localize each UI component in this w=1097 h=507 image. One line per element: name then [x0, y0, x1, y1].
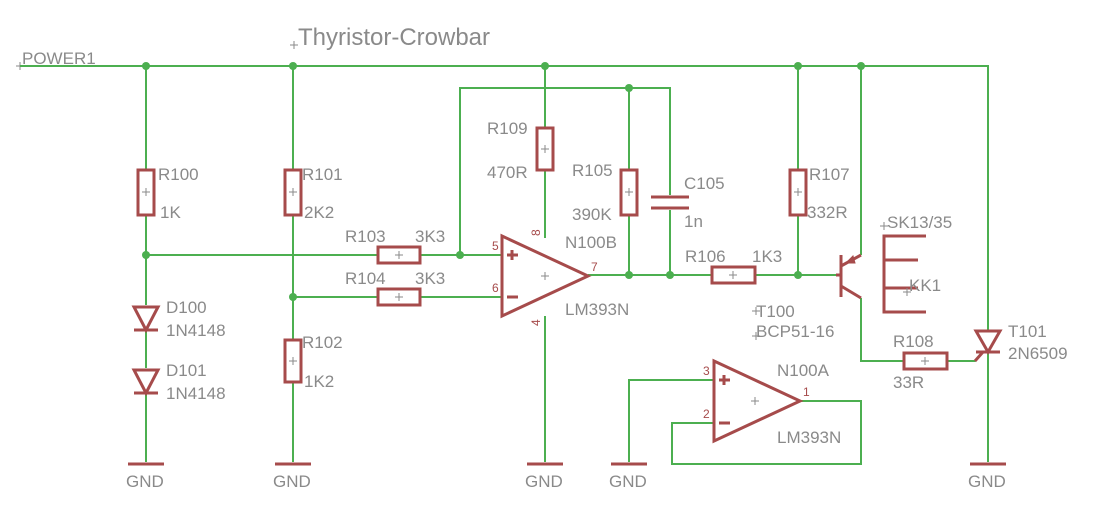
n100a-pin3: 3 — [703, 364, 710, 378]
resistor-r103: R103 3K3 — [345, 227, 445, 265]
wire-n100a-loop — [671, 400, 862, 465]
gnd-symbol: GND — [525, 462, 563, 491]
r108-value: 33R — [893, 373, 924, 392]
c105-value: 1n — [684, 212, 703, 231]
gnd-label: GND — [126, 472, 164, 491]
resistor-r106: R106 1K3 — [685, 247, 782, 285]
junction — [666, 271, 674, 279]
r101-value: 2K2 — [304, 203, 334, 222]
n100a-pin2: 2 — [703, 407, 710, 421]
r101-name: R101 — [302, 165, 343, 184]
junction — [456, 251, 464, 259]
r105-name: R105 — [572, 161, 613, 180]
t100-name: T100 — [756, 302, 795, 321]
n100a-pin1: 1 — [803, 385, 810, 399]
t101-value: 2N6509 — [1008, 344, 1068, 363]
capacitor-c105: C105 1n — [651, 174, 725, 231]
r109-value: 470R — [487, 163, 528, 182]
n100a-value: LM393N — [777, 428, 841, 447]
thyristor-t101: T101 2N6509 — [973, 322, 1068, 363]
gnd-symbol: GND — [126, 462, 164, 491]
r102-value: 1K2 — [304, 372, 334, 391]
n100b-pin4: 4 — [529, 319, 543, 326]
wire-feedback-loop — [459, 87, 671, 255]
gnd-label: GND — [968, 472, 1006, 491]
r107-value: 332R — [807, 203, 848, 222]
t101-name: T101 — [1008, 322, 1047, 341]
diode-d101: D101 1N4148 — [131, 361, 226, 403]
r100-value: 1K — [160, 203, 181, 222]
gnd-label: GND — [273, 472, 311, 491]
n100b-pin5: 5 — [492, 239, 499, 253]
r108-name: R108 — [893, 332, 934, 351]
r100-name: R100 — [158, 165, 199, 184]
n100b-pin6: 6 — [492, 281, 499, 295]
wire-n100a-in-plus — [628, 379, 714, 462]
r103-value: 3K3 — [415, 227, 445, 246]
c105-name: C105 — [684, 174, 725, 193]
r109-name: R109 — [487, 119, 528, 138]
n100a-name: N100A — [777, 361, 830, 380]
power-net-label: POWER1 — [22, 49, 96, 68]
junction — [142, 62, 150, 70]
gnd-label: GND — [609, 472, 647, 491]
schematic-title: Thyristor-Crowbar — [298, 24, 490, 51]
gnd-symbol: GND — [968, 462, 1006, 491]
junction — [794, 62, 802, 70]
r104-value: 3K3 — [415, 269, 445, 288]
resistor-r108: R108 33R — [893, 332, 949, 392]
junction — [541, 62, 549, 70]
resistor-r104: R104 3K3 — [345, 269, 445, 307]
opamp-n100b: 5 6 7 8 4 N100B LM393N — [492, 229, 629, 326]
d101-value: 1N4148 — [166, 384, 226, 403]
junction — [625, 271, 633, 279]
t100-value: BCP51-16 — [756, 322, 834, 341]
r102-name: R102 — [302, 333, 343, 352]
opamp-n100a: 3 2 1 N100A LM393N — [703, 358, 841, 447]
gnd-label: GND — [525, 472, 563, 491]
transistor-t100: T100 BCP51-16 — [752, 253, 862, 341]
d101-name: D101 — [166, 361, 207, 380]
title-marker — [290, 41, 298, 49]
junctions — [142, 62, 865, 301]
gnd-symbol: GND — [609, 462, 647, 491]
resistor-r101: R101 2K2 — [283, 165, 343, 222]
r103-name: R103 — [345, 227, 386, 246]
heatsink-sk13: SK13/35 KK1 — [880, 213, 952, 314]
n100b-name: N100B — [565, 233, 617, 252]
diode-d100: D100 1N4148 — [131, 298, 226, 340]
sk13-name: SK13/35 — [887, 213, 952, 232]
n100b-pin7: 7 — [591, 260, 598, 274]
junction — [289, 293, 297, 301]
junction — [142, 251, 150, 259]
sk13-value: KK1 — [909, 276, 941, 295]
junction — [794, 271, 802, 279]
r106-value: 1K3 — [752, 247, 782, 266]
d100-name: D100 — [166, 298, 207, 317]
wire-t100-collector-r108 — [860, 298, 904, 362]
n100b-value: LM393N — [565, 300, 629, 319]
wires — [20, 65, 989, 465]
junction — [857, 62, 865, 70]
power-rail-wire — [20, 65, 989, 330]
gnd-symbol: GND — [273, 462, 311, 491]
resistor-r107: R107 332R — [788, 165, 850, 222]
d100-value: 1N4148 — [166, 321, 226, 340]
resistor-r100: R100 1K — [136, 165, 199, 222]
r106-name: R106 — [685, 247, 726, 266]
r105-value: 390K — [572, 205, 612, 224]
n100b-pin8: 8 — [529, 229, 543, 236]
resistor-r102: R102 1K2 — [283, 333, 343, 391]
r107-name: R107 — [809, 165, 850, 184]
junction — [289, 62, 297, 70]
junction — [625, 84, 633, 92]
resistor-r105: R105 390K — [572, 161, 639, 224]
r104-name: R104 — [345, 269, 386, 288]
resistor-r109: R109 470R — [487, 119, 555, 182]
